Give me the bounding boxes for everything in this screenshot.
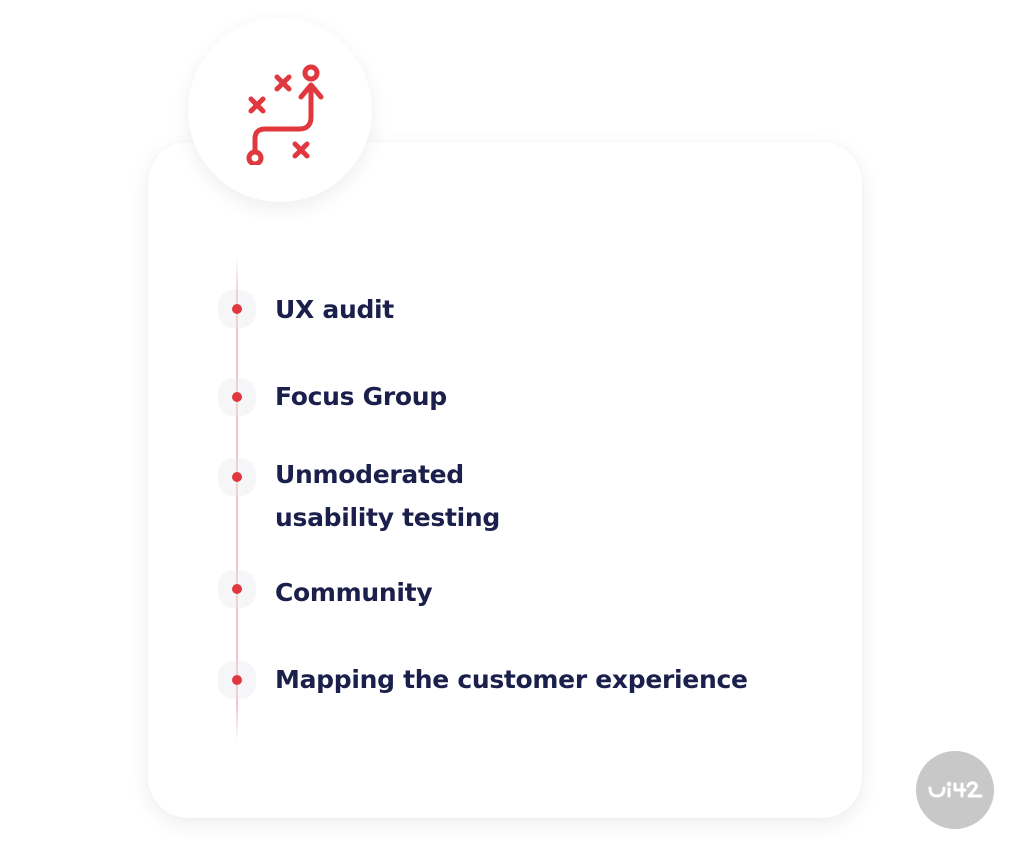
list-item-label: Mapping the customer experience <box>275 665 748 694</box>
strategy-plan-icon <box>246 64 324 165</box>
watermark-logo <box>916 751 994 829</box>
bullet-dot-icon <box>232 584 242 594</box>
bullet-dot-icon <box>232 472 242 482</box>
bullet-dot-icon <box>232 304 242 314</box>
timeline-line <box>236 258 238 742</box>
icon-badge <box>188 18 372 202</box>
list-item-label: Community <box>275 578 433 607</box>
bullet-dot-icon <box>232 392 242 402</box>
services-card <box>148 142 862 818</box>
list-item-label: UX audit <box>275 295 394 324</box>
ui42-logo-icon <box>928 781 983 798</box>
list-item-label: Unmoderated usability testing <box>275 460 501 532</box>
list-item-label: Focus Group <box>275 382 447 411</box>
bullet-dot-icon <box>232 675 242 685</box>
